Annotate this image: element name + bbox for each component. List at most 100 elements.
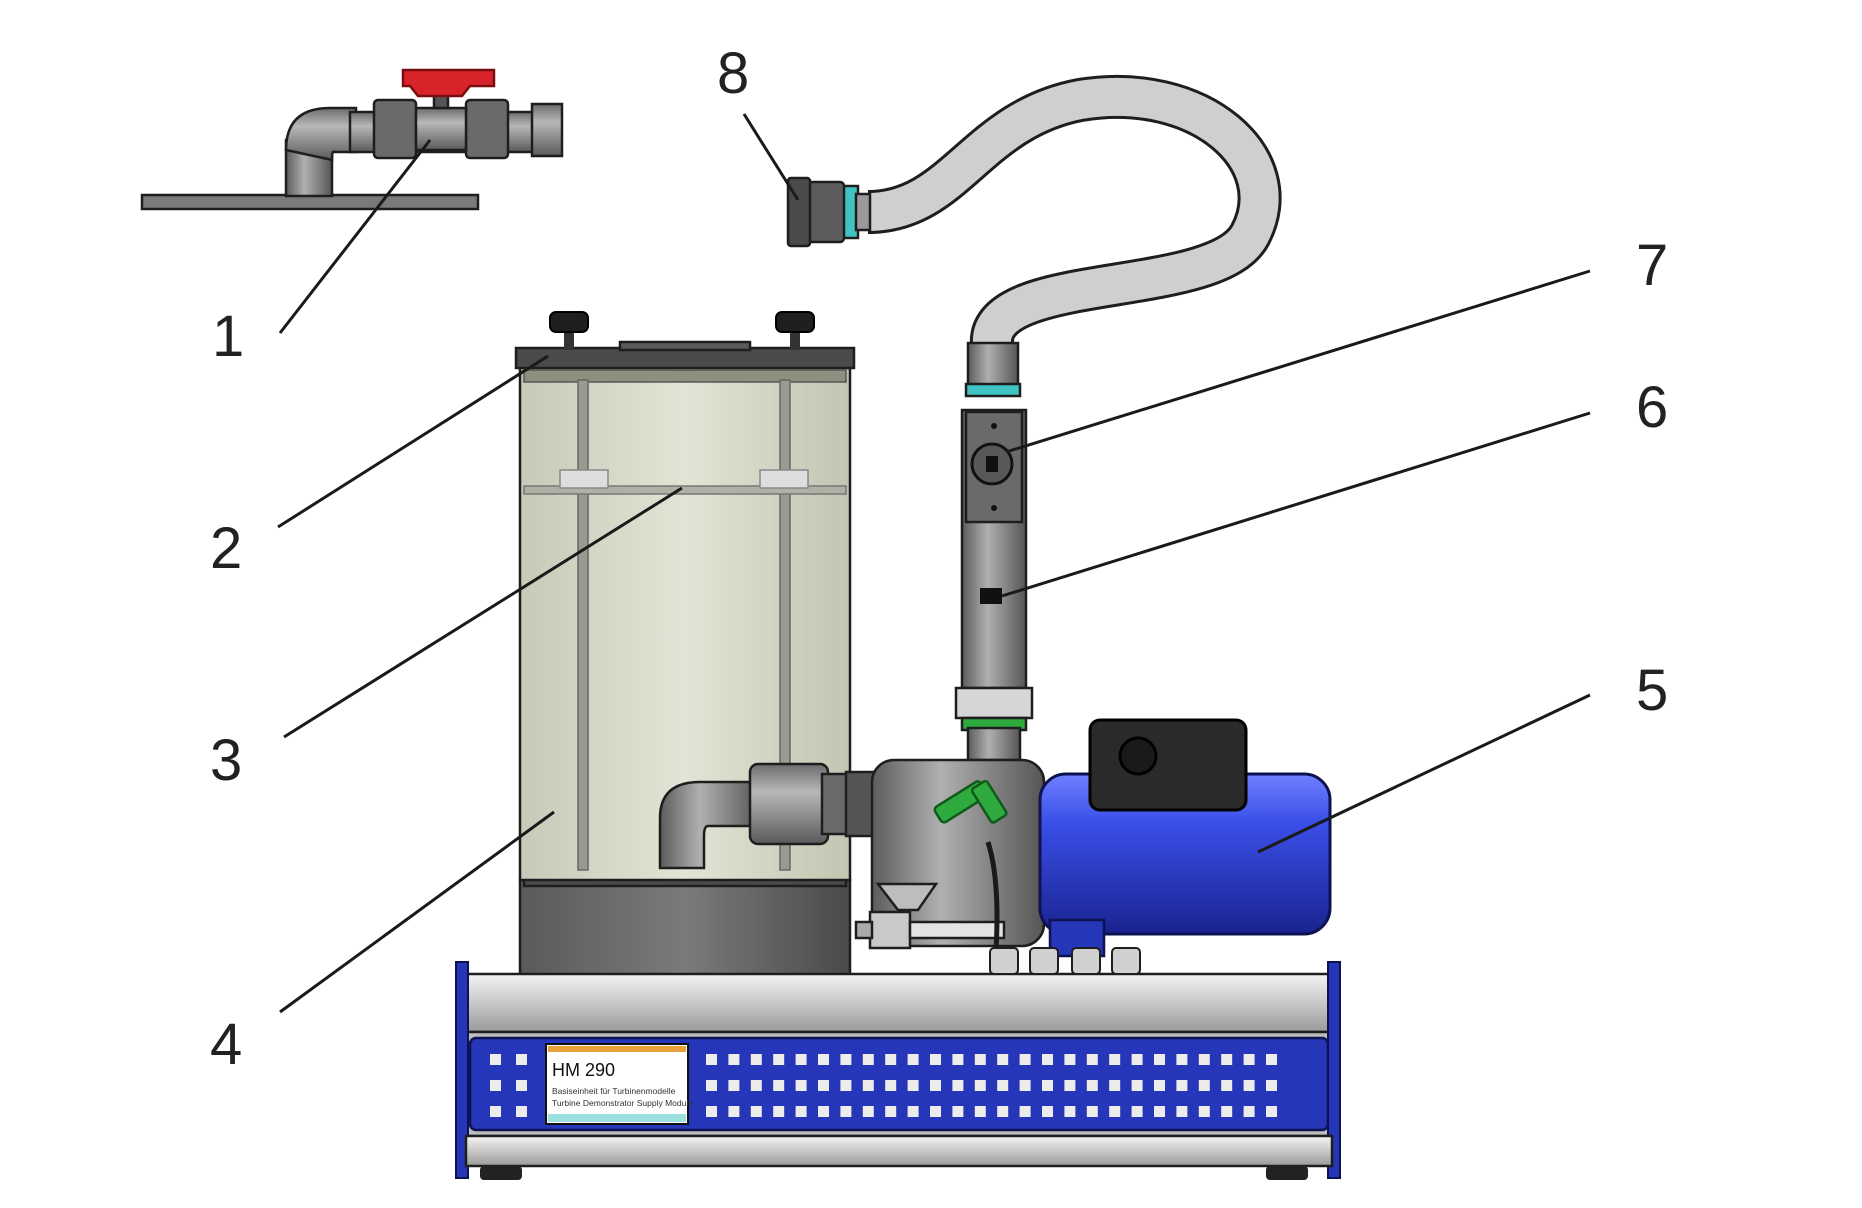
grid-hole <box>1221 1106 1233 1117</box>
callout-3: 3 <box>210 728 242 793</box>
lid-knob-left <box>549 311 589 350</box>
grid-hole <box>1198 1054 1210 1065</box>
grid-hole <box>773 1080 785 1091</box>
base-end-post-right <box>1327 961 1341 1179</box>
drain-tap-handle <box>854 920 874 940</box>
leader-line-3 <box>283 486 683 739</box>
nameplate: HM 290 Basiseinheit für Turbinenmodelle … <box>545 1043 693 1125</box>
nameplate-line-2: Turbine Demonstrator Supply Module <box>552 1098 693 1108</box>
grid-hole <box>885 1106 897 1117</box>
divider-clamp-left <box>559 469 609 489</box>
grid-hole <box>952 1080 964 1091</box>
grid-hole <box>930 1106 941 1117</box>
grid-hole <box>516 1054 527 1065</box>
grid-hole <box>750 1054 762 1065</box>
valve-union-left <box>372 98 418 160</box>
callout-7: 7 <box>1636 233 1668 298</box>
grid-hole <box>952 1106 964 1117</box>
grid-hole <box>490 1106 501 1117</box>
riser-top-fitting <box>966 341 1020 387</box>
drain-tap-body <box>868 910 912 950</box>
suction-union <box>748 762 830 846</box>
grid-hole <box>1042 1080 1053 1091</box>
grid-hole <box>1086 1054 1098 1065</box>
grid-hole <box>795 1080 807 1091</box>
nameplate-line-1: Basiseinheit für Turbinenmodelle <box>552 1086 676 1096</box>
grid-hole <box>1109 1106 1121 1117</box>
flexible-hose-assembly <box>786 74 1282 347</box>
flow-sensor-pin <box>986 456 998 472</box>
grid-hole <box>773 1106 785 1117</box>
tank-rod-right <box>779 379 791 871</box>
grid-hole <box>490 1054 501 1065</box>
tank-inner-ring <box>523 369 847 383</box>
grid-hole <box>1131 1106 1143 1117</box>
base-grid-holes <box>490 1054 1277 1117</box>
base-foot-right <box>1266 1166 1308 1180</box>
grid-hole <box>1042 1054 1053 1065</box>
callout-2: 2 <box>210 516 242 581</box>
valve-end-fitting <box>530 102 564 158</box>
grid-hole <box>1154 1080 1165 1091</box>
lid-knob-right <box>775 311 815 350</box>
mounting-bolt <box>1029 947 1059 975</box>
grid-hole <box>1064 1054 1076 1065</box>
water-tank <box>514 311 856 982</box>
base-foot-left <box>480 1166 522 1180</box>
grid-hole <box>1086 1106 1098 1117</box>
grid-hole <box>907 1106 919 1117</box>
grid-hole <box>885 1054 897 1065</box>
divider-clamp-right <box>759 469 809 489</box>
grid-hole <box>1042 1106 1053 1117</box>
riser-pump-neck <box>966 726 1022 762</box>
tank-rod-left <box>577 379 589 871</box>
grid-hole <box>706 1080 717 1091</box>
grid-hole <box>1109 1054 1121 1065</box>
grid-hole <box>1064 1106 1076 1117</box>
mounting-bolt <box>1111 947 1141 975</box>
hose-coupling-body <box>804 180 846 244</box>
grid-hole <box>885 1080 897 1091</box>
base-frame: HM 290 Basiseinheit für Turbinenmodelle … <box>455 947 1341 1180</box>
grid-hole <box>516 1106 527 1117</box>
grid-hole <box>1243 1054 1255 1065</box>
grid-hole <box>1198 1080 1210 1091</box>
hose-body-fill <box>867 77 1279 347</box>
base-bottom-rail <box>464 1134 1334 1168</box>
grid-hole <box>1221 1080 1233 1091</box>
leader-line-5 <box>1257 693 1591 854</box>
suction-union-nut <box>820 772 850 836</box>
grid-hole <box>1154 1054 1165 1065</box>
grid-hole <box>1266 1080 1277 1091</box>
motor-terminal-box <box>1088 718 1248 812</box>
grid-hole <box>1176 1054 1188 1065</box>
grid-hole <box>1243 1106 1255 1117</box>
riser-top-seal <box>964 382 1022 398</box>
riser-lower-collar <box>954 686 1034 720</box>
grid-hole <box>773 1054 785 1065</box>
leader-line-7 <box>1005 269 1591 454</box>
grid-hole <box>750 1080 762 1091</box>
grid-hole <box>1064 1080 1076 1091</box>
nameplate-bottom-stripe <box>548 1114 686 1122</box>
grid-hole <box>974 1080 986 1091</box>
valve-elbow <box>284 106 358 162</box>
pressure-sensor-port <box>980 588 1002 604</box>
grid-hole <box>840 1054 852 1065</box>
tank-lid-top <box>618 340 752 352</box>
callout-numbers: 1 2 3 4 5 6 7 8 <box>210 41 1668 1077</box>
grid-hole <box>1176 1080 1188 1091</box>
base-top-rail <box>462 972 1336 1034</box>
grid-hole <box>974 1106 986 1117</box>
nameplate-top-stripe <box>548 1046 686 1052</box>
grid-hole <box>728 1054 740 1065</box>
grid-hole <box>974 1054 986 1065</box>
grid-hole <box>1154 1106 1165 1117</box>
valve-red-handle <box>401 68 496 98</box>
sensor-mount-dot-bottom <box>991 505 997 511</box>
callout-8: 8 <box>717 41 749 106</box>
riser-assembly <box>954 341 1034 762</box>
grid-hole <box>1131 1054 1143 1065</box>
